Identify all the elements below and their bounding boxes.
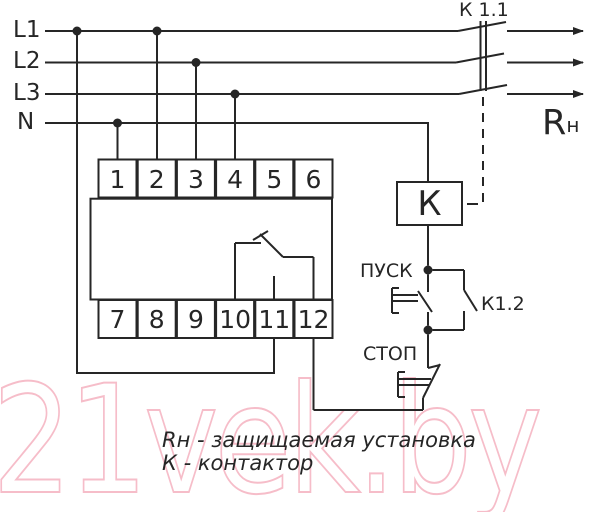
start-button-contact [391,274,433,326]
phase-label-l2: L2 [13,48,41,74]
phase-label-n: N [17,109,35,135]
legend-load-line: Rн - защищаемая установка [162,428,476,452]
main-contact-label: К 1.1 [459,0,509,21]
internal-relay-contact [234,230,315,300]
stop-button-contact [313,334,441,411]
coil-box [396,181,463,266]
aux-contact-label: К1.2 [481,293,525,315]
terminal-6: 6 [305,164,322,194]
terminal-11: 11 [258,304,291,334]
terminal-4: 4 [227,164,244,194]
coil-label: К [417,183,442,224]
feeder-wiring [76,31,275,374]
terminal-3: 3 [187,164,204,194]
phase-label-l1: L1 [13,17,41,43]
load-label: Rн [542,104,579,143]
terminal-9: 9 [187,304,204,334]
legend-contactor-line: К - контактор [162,451,314,475]
k11-contact-blades [455,21,508,205]
terminal-8: 8 [148,304,165,334]
stop-button-label: СТОП [363,343,418,365]
junction-dots [72,26,433,335]
phase-lines [45,27,584,182]
load-label-r: R [542,103,567,143]
watermark: 21vek.by [0,353,543,512]
terminal-1: 1 [109,164,126,194]
load-label-sub: н [566,113,580,137]
terminal-7: 7 [109,304,126,334]
terminal-10: 10 [219,304,251,334]
terminal-2: 2 [148,164,165,194]
terminal-12: 12 [297,304,330,334]
aux-contact-k12 [432,269,478,331]
phase-label-l3: L3 [13,80,41,106]
start-button-label: ПУСК [360,260,413,282]
terminal-5: 5 [266,164,283,194]
